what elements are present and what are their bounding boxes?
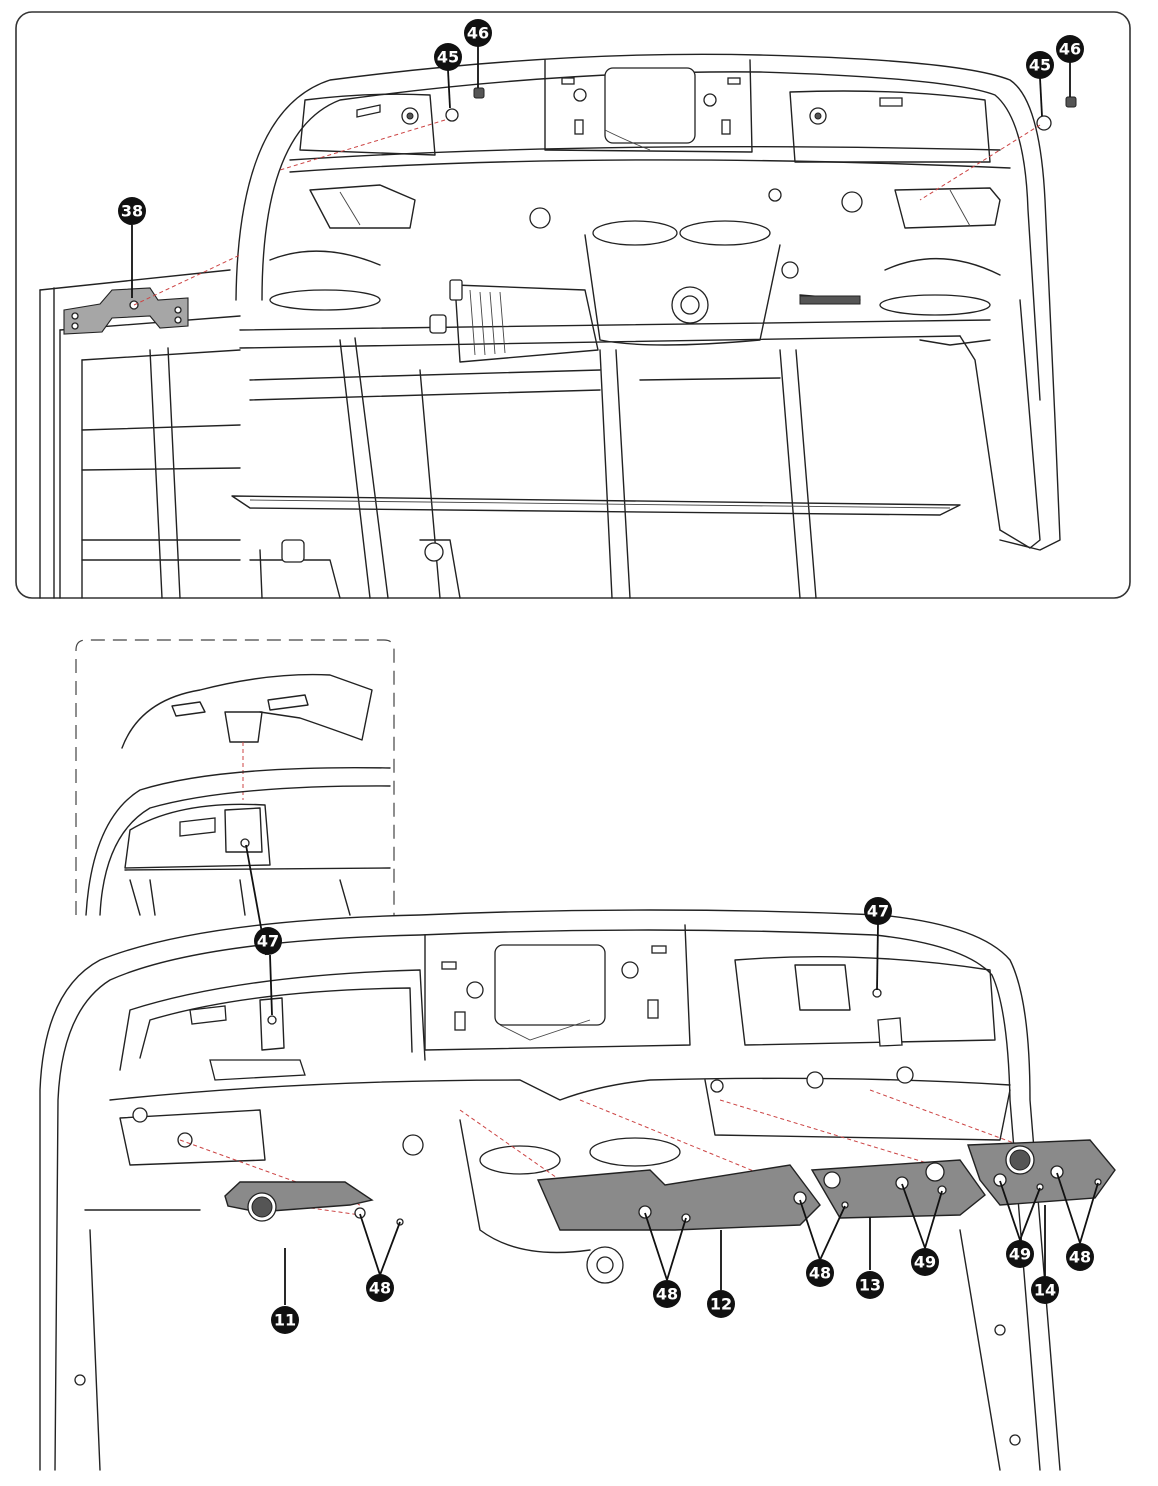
callout-46-right-label: 46 [1059, 40, 1081, 59]
dashboard-bottom [39, 909, 1061, 1471]
callout-49-a: 49 [901, 1183, 943, 1276]
trim-part-13 [810, 1159, 986, 1219]
callout-46-left-label: 46 [467, 24, 489, 43]
callout-48-b: 48 [644, 1212, 687, 1308]
callout-48-d: 48 [1056, 1172, 1099, 1271]
callout-48-b-label: 48 [656, 1285, 678, 1304]
detail-inset [75, 639, 395, 916]
callout-48-c-label: 48 [809, 1264, 831, 1283]
callout-47-left: 47 [245, 844, 282, 1016]
callout-49-b-label: 49 [1009, 1245, 1031, 1264]
callout-49-a-label: 49 [914, 1253, 936, 1272]
callout-45-left: 45 [434, 43, 462, 109]
callout-46-right: 46 [1056, 35, 1084, 97]
callout-12: 12 [707, 1230, 735, 1318]
hardware-45-46 [279, 87, 1077, 201]
callout-48-a-label: 48 [369, 1279, 391, 1298]
callout-38: 38 [118, 197, 146, 298]
callout-12-label: 12 [710, 1295, 732, 1314]
cart-frame-top [39, 269, 1041, 599]
callout-47-right-label: 47 [867, 902, 889, 921]
callout-38-label: 38 [121, 202, 143, 221]
trim-part-12 [536, 1164, 821, 1231]
callout-49-b: 49 [999, 1180, 1041, 1268]
callout-48-a: 48 [359, 1213, 401, 1302]
callout-48-c: 48 [799, 1199, 846, 1287]
callout-14-label: 14 [1034, 1281, 1056, 1300]
bracket-38 [63, 254, 241, 335]
callout-45-left-label: 45 [437, 48, 459, 67]
callout-45-right: 45 [1026, 51, 1054, 117]
callout-13: 13 [856, 1217, 884, 1299]
callout-45-right-label: 45 [1029, 56, 1051, 75]
callout-47-right: 47 [864, 897, 892, 991]
callout-47-left-label: 47 [257, 932, 279, 951]
callout-14: 14 [1031, 1205, 1059, 1304]
dashboard-top [235, 53, 1061, 551]
callout-11-label: 11 [274, 1311, 296, 1330]
callout-46-left: 46 [464, 19, 492, 88]
callout-11: 11 [271, 1248, 299, 1334]
trim-part-14 [967, 1139, 1116, 1206]
callout-48-d-label: 48 [1069, 1248, 1091, 1267]
callout-13-label: 13 [859, 1276, 881, 1295]
top-panel-border [15, 11, 1131, 599]
top-panel: 38 45 46 45 46 [15, 11, 1131, 599]
trim-part-11 [224, 1181, 404, 1226]
